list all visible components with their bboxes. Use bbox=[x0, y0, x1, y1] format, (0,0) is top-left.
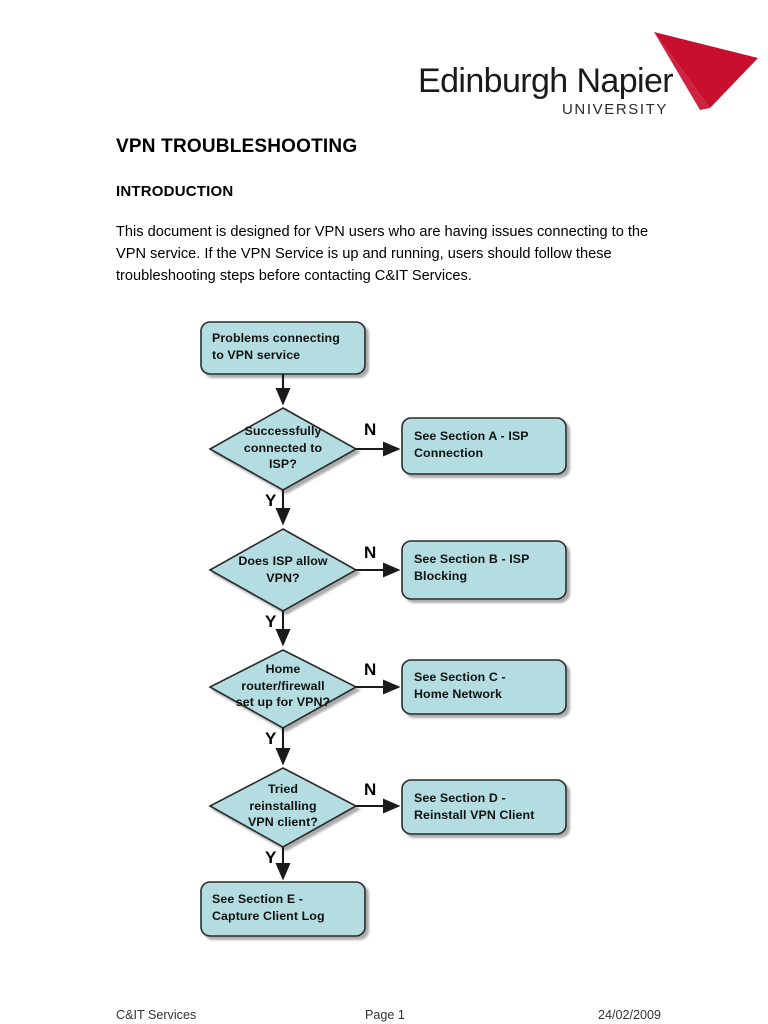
flow-node-end-line1: See Section E - bbox=[212, 892, 304, 906]
decision-1-line2: connected to bbox=[243, 440, 323, 455]
edinburgh-napier-logo: Edinburgh Napier UNIVERSITY bbox=[418, 26, 758, 122]
decision-2-line1: Does ISP allow bbox=[238, 554, 328, 568]
outcome-b-line1: See Section B - ISP bbox=[414, 552, 530, 566]
flow-node-decision-1-label: Successfully connected to ISP? bbox=[218, 423, 348, 473]
footer-department: C&IT Services bbox=[116, 1008, 197, 1022]
decision-4-line2: reinstalling bbox=[249, 798, 317, 813]
flow-node-outcome-c-label: See Section C - Home Network bbox=[414, 669, 562, 702]
edge-label-q1-no: N bbox=[364, 420, 377, 439]
flow-node-start-label: Problems connecting to VPN service bbox=[212, 330, 360, 363]
flow-node-decision-2-label: Does ISP allow VPN? bbox=[218, 553, 348, 586]
edge-label-q4-no: N bbox=[364, 780, 377, 799]
flow-node-start-line2: to VPN service bbox=[212, 347, 301, 362]
outcome-d-line2: Reinstall VPN Client bbox=[414, 807, 535, 822]
decision-4-line1: Tried bbox=[267, 782, 299, 796]
edge-label-q4-yes: Y bbox=[265, 848, 277, 867]
edge-label-q3-yes: Y bbox=[265, 729, 277, 748]
logo-wordmark: Edinburgh Napier bbox=[418, 62, 674, 100]
flow-node-end-label: See Section E - Capture Client Log bbox=[212, 891, 362, 924]
outcome-c-line2: Home Network bbox=[414, 686, 502, 701]
introduction-paragraph: This document is designed for VPN users … bbox=[116, 224, 649, 284]
decision-1-line3: ISP? bbox=[269, 457, 297, 471]
flow-node-decision-3-label: Home router/firewall set up for VPN? bbox=[208, 661, 358, 711]
edge-label-q3-no: N bbox=[364, 660, 377, 679]
decision-1-line1: Successfully bbox=[244, 424, 322, 438]
outcome-d-line1: See Section D - bbox=[414, 791, 506, 805]
logo-arrow-icon bbox=[654, 32, 758, 110]
outcome-a-line1: See Section A - ISP bbox=[414, 429, 529, 443]
flow-node-outcome-d-label: See Section D - Reinstall VPN Client bbox=[414, 790, 566, 823]
flow-node-outcome-a-label: See Section A - ISP Connection bbox=[414, 428, 562, 461]
page-title: VPN TROUBLESHOOTING bbox=[116, 136, 358, 157]
footer-page-number: Page 1 bbox=[365, 1008, 405, 1022]
logo-subtext: UNIVERSITY bbox=[561, 101, 668, 118]
edge-label-q2-no: N bbox=[364, 543, 377, 562]
edge-label-q2-yes: Y bbox=[265, 612, 277, 631]
section-heading-introduction: INTRODUCTION bbox=[116, 183, 234, 200]
flow-node-start-line1: Problems connecting bbox=[212, 331, 340, 345]
outcome-b-line2: Blocking bbox=[414, 568, 468, 583]
edge-label-q1-yes: Y bbox=[265, 491, 277, 510]
decision-2-line2: VPN? bbox=[266, 570, 300, 585]
flow-node-end-line2: Capture Client Log bbox=[212, 908, 325, 923]
decision-3-line3: set up for VPN? bbox=[235, 695, 331, 709]
flow-node-outcome-b-label: See Section B - ISP Blocking bbox=[414, 551, 562, 584]
footer-date: 24/02/2009 bbox=[597, 1008, 661, 1022]
decision-3-line1: Home bbox=[265, 662, 301, 676]
decision-3-line2: router/firewall bbox=[241, 678, 325, 693]
outcome-a-line2: Connection bbox=[414, 445, 484, 460]
outcome-c-line1: See Section C - bbox=[414, 670, 506, 684]
flow-node-decision-4-label: Tried reinstalling VPN client? bbox=[218, 781, 348, 831]
decision-4-line3: VPN client? bbox=[248, 815, 318, 829]
